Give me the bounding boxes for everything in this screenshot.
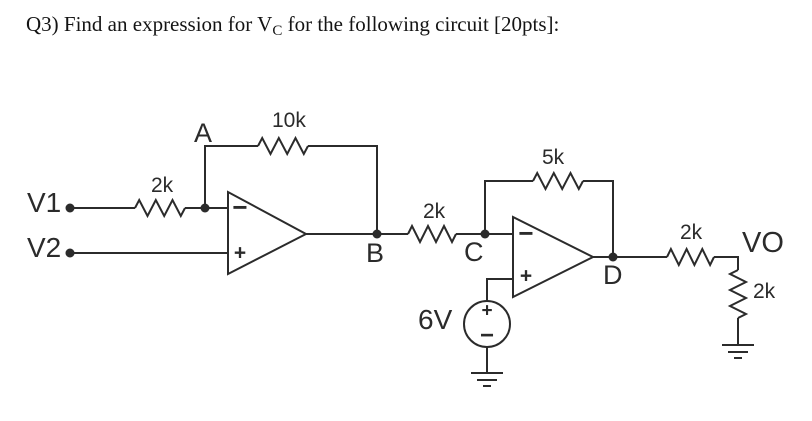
v1-terminal-dot bbox=[65, 203, 75, 213]
v2-terminal-dot bbox=[65, 248, 75, 258]
vo-label: VO bbox=[742, 227, 784, 259]
resistor-r5-2k bbox=[666, 246, 715, 268]
node-a-label: A bbox=[194, 118, 213, 148]
opamp1-inverting-input-sign: − bbox=[232, 192, 248, 222]
resistor-r1-value: 2k bbox=[151, 174, 174, 197]
v2-label: V2 bbox=[27, 232, 62, 263]
opamp2-triangle bbox=[512, 215, 596, 299]
resistor-r3-2k bbox=[407, 223, 457, 245]
node-d-dot bbox=[608, 252, 618, 262]
node-d-label: D bbox=[603, 260, 623, 290]
wires bbox=[74, 145, 739, 373]
opamp1-noninverting-input-sign: + bbox=[233, 241, 247, 265]
source-6v-label: 6V bbox=[418, 304, 453, 335]
node-c-label: C bbox=[464, 237, 484, 267]
resistor-r4-5k bbox=[532, 170, 584, 192]
question-title-suffix: for the following circuit [20pts]: bbox=[282, 12, 560, 36]
resistor-r6-value: 2k bbox=[753, 280, 776, 303]
ground-icon-source bbox=[471, 372, 503, 387]
v1-label: V1 bbox=[27, 187, 62, 218]
node-a-dot bbox=[200, 203, 210, 213]
node-c-dot bbox=[480, 229, 490, 239]
source-plus-sign: + bbox=[481, 300, 493, 322]
opamp1-triangle bbox=[227, 190, 309, 276]
opamp2-noninverting-input-sign: + bbox=[519, 264, 533, 288]
opamp2-inverting-input-sign: − bbox=[518, 218, 534, 248]
question-title: Q3) Find an expression for VC for the fo… bbox=[26, 12, 560, 39]
ground-icon-load bbox=[722, 344, 754, 359]
resistor-r2-value: 10k bbox=[272, 109, 306, 132]
voltage-source-circle bbox=[463, 300, 511, 348]
node-b-label: B bbox=[366, 238, 385, 268]
resistor-r3-value: 2k bbox=[423, 200, 446, 223]
resistor-r4-value: 5k bbox=[542, 146, 565, 169]
node-b-dot bbox=[372, 229, 382, 239]
resistor-r2-10k bbox=[257, 135, 309, 157]
resistor-r1-2k bbox=[134, 197, 186, 219]
question-title-subscript: C bbox=[272, 23, 283, 39]
node-dots bbox=[65, 203, 618, 262]
question-title-prefix: Q3) Find an expression for V bbox=[26, 12, 273, 36]
resistor-r6-2k-load bbox=[727, 269, 749, 319]
source-minus-sign: − bbox=[479, 322, 495, 349]
resistor-r5-value: 2k bbox=[680, 221, 703, 244]
